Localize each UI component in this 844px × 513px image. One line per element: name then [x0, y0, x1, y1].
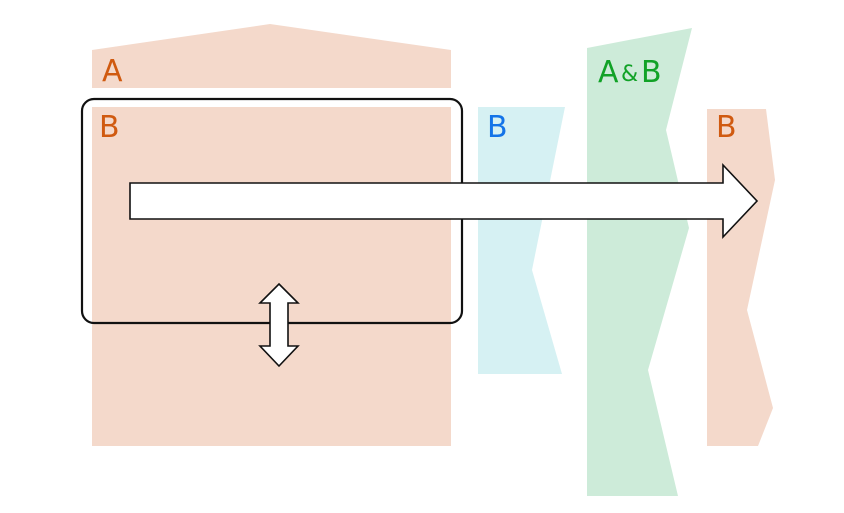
horizontal-arrow [129, 162, 759, 240]
region-b-right-shape [707, 109, 775, 446]
region-a-shape [92, 24, 451, 88]
region-b-main-shape [92, 107, 451, 446]
label-region-ab-b: B [641, 55, 662, 90]
label-region-ab-a: A [598, 55, 619, 90]
label-region-b-cyan: B [487, 110, 508, 145]
label-region-a: A [102, 54, 123, 89]
region-b-cyan-shape [478, 107, 565, 374]
label-region-b-right: B [716, 110, 737, 145]
vertical-double-arrow [258, 282, 300, 368]
label-region-b-main: B [99, 110, 120, 145]
label-region-ab-amp: & [621, 62, 638, 87]
region-ab-shape [587, 28, 692, 496]
